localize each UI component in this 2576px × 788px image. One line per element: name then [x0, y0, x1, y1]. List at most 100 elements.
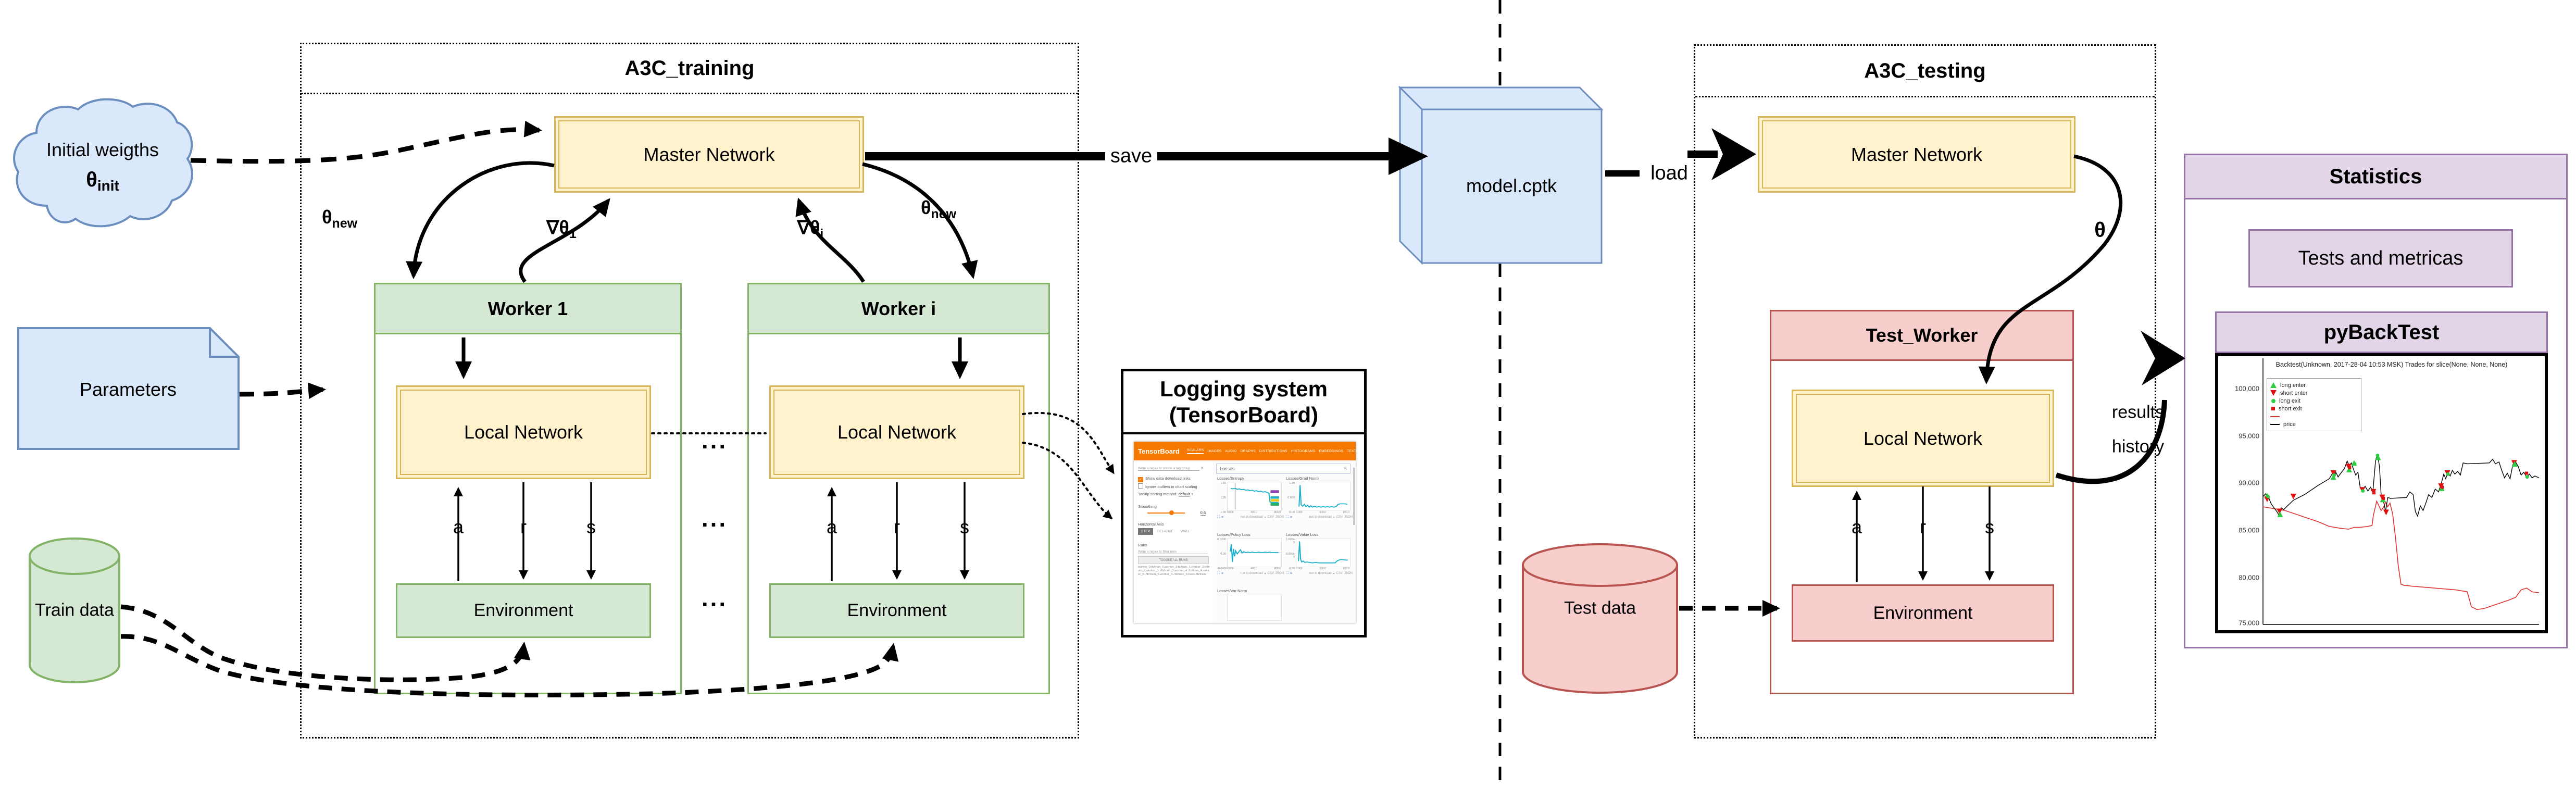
checkbox-empty-icon[interactable]	[1138, 483, 1143, 489]
master-network-testing-label: Master Network	[1850, 143, 1983, 165]
save-label: save	[1105, 145, 1158, 168]
train-data-cylinder-top	[29, 537, 120, 575]
gear-icon[interactable]: ⚙	[1367, 448, 1372, 454]
pybacktest-header: pyBackTest	[2215, 311, 2548, 353]
local-network-testing-label: Local Network	[1863, 427, 1983, 449]
runs-filter-input[interactable]: Write a regex to filter runs	[1138, 549, 1208, 554]
theta-new-right-label: θnew	[920, 197, 957, 221]
trade-marker	[2511, 461, 2518, 467]
slider-track[interactable]	[1147, 512, 1185, 514]
logging-title-line1: Logging system	[1159, 376, 1328, 401]
fullscreen-icon[interactable]: ⛶	[1217, 571, 1220, 575]
trade-marker	[2383, 509, 2389, 516]
help-icon[interactable]: ?	[1375, 448, 1378, 454]
worker-1-title: Worker 1	[487, 297, 568, 319]
menu-icon[interactable]: ≡	[1290, 571, 1292, 576]
tab-graphs[interactable]: GRAPHS	[1240, 449, 1256, 453]
state-label-w1: s	[583, 516, 599, 538]
cloud-label-line1: Initial weigths	[46, 139, 159, 160]
results-label-line1: results	[2111, 402, 2165, 422]
clear-icon[interactable]: ✕	[1201, 466, 1204, 470]
parameters-document	[17, 327, 240, 450]
step-button[interactable]: STEP	[1138, 528, 1153, 535]
a3c-testing-package: A3C_testing	[1694, 44, 2156, 739]
cloud-label-theta: θinit	[86, 168, 119, 194]
backtest-chart-title: Backtest(Unknown, 2017-28-04 10:53 MSK) …	[2275, 361, 2508, 368]
chart-losses-gradnorm: Losses/Grad Norm 1.20 0.600 0.00 0.000	[1286, 476, 1353, 519]
menu-icon[interactable]: ≡	[1221, 515, 1223, 519]
trade-marker	[2277, 508, 2283, 515]
price-line-icon	[2270, 423, 2280, 425]
trade-marker	[2290, 493, 2296, 499]
checkbox-checked-icon[interactable]: ✓	[1138, 477, 1143, 482]
environment-worker1: Environment	[396, 583, 651, 638]
smoothing-slider[interactable]: 0,6	[1138, 510, 1208, 516]
losses-group-header[interactable]: Losses 5	[1216, 464, 1350, 474]
logging-title-line2: (TensorBoard)	[1169, 402, 1319, 427]
results-label-line2: history	[2111, 436, 2165, 457]
tab-images[interactable]: IMAGES	[1207, 449, 1222, 453]
caret-down-icon: ▾	[1264, 572, 1266, 576]
chart-losses-policy: Losses/Policy Loss 0.0200 0.00 -0.0400	[1217, 532, 1284, 576]
tab-text[interactable]: TEXT	[1347, 449, 1357, 453]
long-exit-icon	[2271, 398, 2275, 403]
refresh-icon[interactable]: ⟳	[1360, 448, 1365, 454]
menu-icon[interactable]: ≡	[1290, 515, 1292, 519]
local-network-workeri: Local Network	[769, 385, 1024, 479]
state-label-test: s	[1982, 516, 1997, 538]
caret-down-icon: ▾	[1264, 516, 1266, 519]
environment-worker1-label: Environment	[473, 601, 573, 620]
tooltip-sorting-dropdown[interactable]: Tooltip sorting method: default ▾	[1138, 492, 1193, 497]
tab-embeddings[interactable]: EMBEDDINGS	[1319, 449, 1344, 453]
scrollbar[interactable]	[1353, 468, 1355, 525]
a3c-testing-title: A3C_testing	[1695, 46, 2155, 97]
toggle-all-runs-button[interactable]: TOGGLE ALL RUNS	[1138, 556, 1209, 564]
action-label-wi: a	[823, 516, 841, 538]
show-download-links-checkbox[interactable]: ✓Show data download links	[1138, 476, 1191, 482]
slider-knob[interactable]	[1169, 510, 1174, 515]
tab-distributions[interactable]: DISTRIBUTIONS	[1259, 449, 1287, 453]
environment-testing: Environment	[1792, 584, 2054, 642]
backtest-ytick: 75,000	[2239, 619, 2259, 627]
backtest-legend: long enter short enter long exit short e…	[2267, 378, 2361, 431]
policyloss-chart	[1227, 538, 1282, 567]
short-exit-icon	[2271, 407, 2275, 410]
trade-marker	[2346, 466, 2352, 472]
fullscreen-icon[interactable]: ⛶	[1217, 515, 1220, 519]
local-network-worker1-label: Local Network	[464, 421, 583, 443]
caret-down-icon: ▾	[1333, 516, 1335, 519]
fullscreen-icon[interactable]: ⛶	[1286, 515, 1289, 519]
tests-and-metrics-box: Tests and metricas	[2248, 229, 2513, 287]
gradnorm-chart	[1296, 482, 1350, 511]
tensorboard-sidebar: Write a regex to create a tag group ✕ ✓S…	[1134, 460, 1214, 623]
ellipsis-env: ...	[701, 584, 728, 611]
relative-button[interactable]: RELATIVE	[1157, 530, 1174, 533]
tab-scalars[interactable]: SCALARS	[1186, 448, 1204, 454]
smoothing-value[interactable]: 0,6	[1200, 510, 1206, 516]
cube-top-face	[1398, 86, 1604, 110]
tab-audio[interactable]: AUDIO	[1225, 449, 1237, 453]
reward-label-wi: r	[891, 516, 903, 538]
state-label-wi: s	[957, 516, 972, 538]
a3c-training-title: A3C_training	[302, 44, 1078, 94]
environment-workeri: Environment	[769, 583, 1024, 638]
master-network-testing: Master Network	[1758, 116, 2075, 193]
wall-button[interactable]: WALL	[1181, 530, 1190, 533]
ellipsis-local: ...	[701, 427, 728, 454]
test-worker-title: Test_Worker	[1866, 324, 1978, 346]
varnorm-chart	[1227, 594, 1282, 621]
tensorboard-brand: TensorBoard	[1138, 447, 1180, 455]
menu-icon[interactable]: ≡	[1221, 571, 1223, 576]
entropy-chart	[1227, 482, 1282, 511]
trade-marker	[2277, 511, 2283, 517]
local-network-workeri-label: Local Network	[837, 421, 957, 443]
tag-regex-input[interactable]: Write a regex to create a tag group ✕	[1138, 466, 1204, 471]
short-enter-icon	[2270, 390, 2277, 396]
smoothing-label: Smoothing	[1138, 504, 1157, 509]
horizontal-axis-label: Horizontal Axis	[1138, 522, 1164, 527]
test-worker-header: Test_Worker	[1771, 311, 2072, 361]
fullscreen-icon[interactable]: ⛶	[1286, 571, 1289, 575]
ignore-outliers-checkbox[interactable]: Ignore outliers in chart scaling	[1138, 483, 1197, 489]
tensorboard-header-bar: TensorBoard SCALARS IMAGES AUDIO GRAPHS …	[1134, 442, 1378, 460]
tab-histograms[interactable]: HISTOGRAMS	[1291, 449, 1316, 453]
